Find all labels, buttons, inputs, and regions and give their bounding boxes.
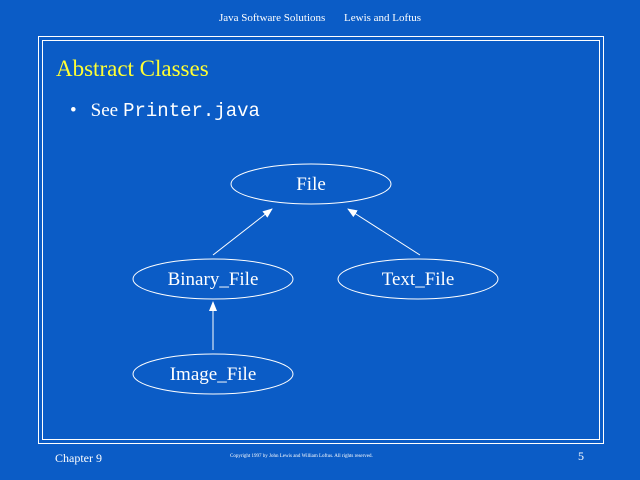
node-image-file-label: Image_File xyxy=(170,364,257,385)
node-file: File xyxy=(230,163,392,205)
bullet-dot-icon: • xyxy=(70,100,77,121)
node-image-file: Image_File xyxy=(132,353,294,395)
node-text-file-ellipse xyxy=(337,258,499,300)
arrow-text-to-file xyxy=(347,208,421,256)
node-file-ellipse xyxy=(230,163,392,205)
node-file-label: File xyxy=(296,174,326,195)
node-binary-file: Binary_File xyxy=(132,258,294,300)
slide-frame-outer xyxy=(38,36,604,444)
bullet-prefix: See xyxy=(90,100,119,121)
footer-page-number: 5 xyxy=(578,449,584,463)
footer-copyright: Copyright 1997 by John Lewis and William… xyxy=(230,454,373,459)
node-binary-file-label: Binary_File xyxy=(168,269,259,290)
authors: Lewis and Loftus xyxy=(344,12,422,24)
arrow-binary-to-file xyxy=(212,208,273,256)
slide-header: Java Software Solutions Lewis and Loftus xyxy=(0,12,640,24)
book-title: Java Software Solutions xyxy=(218,12,326,24)
bullet-code: Printer.java xyxy=(123,100,260,122)
node-image-file-ellipse xyxy=(132,353,294,395)
footer-chapter: Chapter 9 xyxy=(55,451,102,465)
slide-title: Abstract Classes xyxy=(56,56,209,81)
node-binary-file-ellipse xyxy=(132,258,294,300)
node-text-file-label: Text_File xyxy=(382,269,455,290)
node-text-file: Text_File xyxy=(337,258,499,300)
slide-frame-inner xyxy=(42,40,600,440)
